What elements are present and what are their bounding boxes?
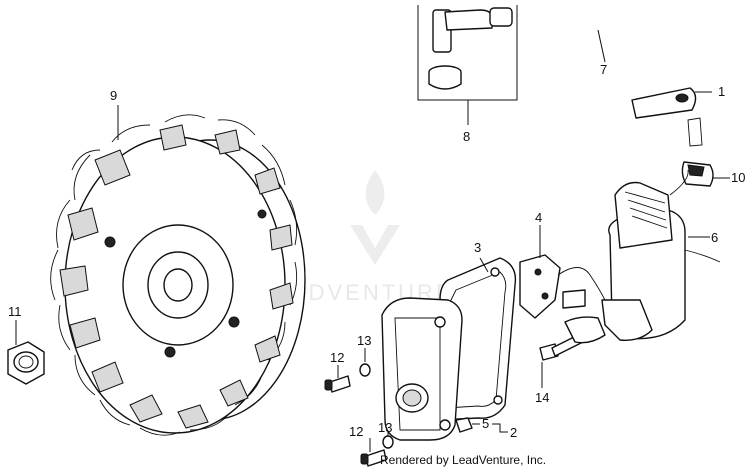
render-credit: Rendered by LeadVenture, Inc.	[380, 453, 547, 467]
callout-10: 10	[731, 170, 745, 185]
callout-13b: 13	[378, 420, 392, 435]
part-high-tension-cord	[524, 7, 691, 75]
callout-12a: 12	[330, 350, 344, 365]
part-flange-nut	[7, 341, 45, 385]
callout-9: 9	[110, 88, 117, 103]
callout-11: 11	[8, 304, 22, 319]
callout-2: 2	[510, 425, 517, 440]
part-rubber-plug	[455, 417, 473, 433]
part-cord-seal	[631, 87, 697, 119]
part-clamp	[681, 117, 714, 187]
part-spark-plug-cap	[417, 5, 518, 101]
callout-3: 3	[474, 240, 481, 255]
leader-lines	[15, 29, 730, 452]
part-washer-lower	[382, 435, 394, 449]
part-screw-upper	[324, 375, 351, 393]
callout-4: 4	[535, 210, 542, 225]
part-screw-lower	[360, 449, 387, 467]
callout-13a: 13	[357, 333, 371, 348]
part-washer-upper	[359, 363, 371, 377]
part-ignition-coil	[601, 169, 721, 341]
callout-14: 14	[535, 390, 549, 405]
part-flange-bolt	[539, 316, 606, 361]
part-point-cover	[381, 297, 463, 441]
part-contact-breaker	[519, 254, 606, 319]
callout-labels: 1 2 3 4 5 6 7 8 9 10 11 12 13 14 12 13	[8, 62, 745, 440]
callout-12b: 12	[349, 424, 363, 439]
watermark-flame-icon	[365, 170, 385, 215]
callout-5: 5	[482, 416, 489, 431]
callout-8: 8	[463, 129, 470, 144]
watermark-v-icon	[350, 225, 400, 265]
callout-6: 6	[711, 230, 718, 245]
callout-7: 7	[600, 62, 607, 77]
part-flywheel	[50, 114, 306, 436]
callout-1: 1	[718, 84, 725, 99]
